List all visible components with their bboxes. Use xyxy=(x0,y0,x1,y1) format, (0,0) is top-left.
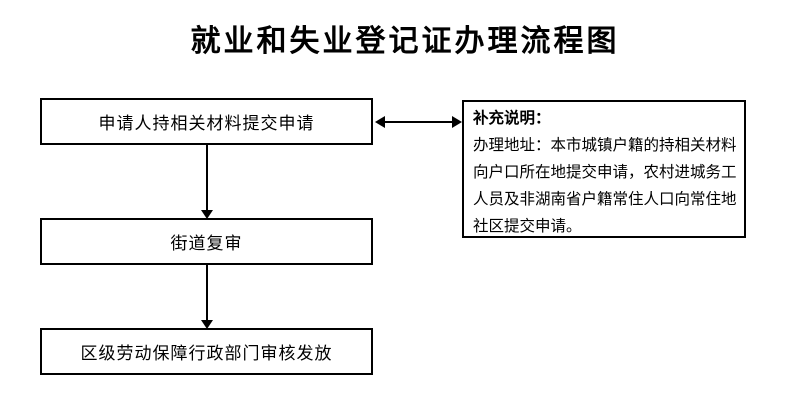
arrow-right-head-icon xyxy=(452,116,462,128)
note-line: 办理地址：本市城镇户籍的持相关材料 xyxy=(473,137,737,154)
page-title: 就业和失业登记证办理流程图 xyxy=(190,25,620,58)
down-arrow-icon xyxy=(201,265,213,329)
note-line: 社区提交申请。 xyxy=(473,218,582,235)
flow-step-label: 区级劳动保障行政部门审核发放 xyxy=(80,344,333,363)
double-arrow-icon xyxy=(375,115,462,129)
down-arrow-icon xyxy=(201,145,213,219)
arrow-shaft xyxy=(383,121,454,123)
note-heading: 补充说明： xyxy=(473,110,551,127)
note-line: 向户口所在地提交申请，农村进城务工 xyxy=(473,164,737,181)
supplementary-note-box: 补充说明： 办理地址：本市城镇户籍的持相关材料 向户口所在地提交申请，农村进城务… xyxy=(462,100,746,238)
flow-step-label: 街道复审 xyxy=(170,234,243,253)
flow-step-district-issuance: 区级劳动保障行政部门审核发放 xyxy=(40,328,373,375)
flow-step-street-review: 街道复审 xyxy=(40,218,373,265)
flow-step-label: 申请人持相关材料提交申请 xyxy=(98,114,315,133)
flow-step-submit-application: 申请人持相关材料提交申请 xyxy=(40,98,373,145)
arrow-left-head-icon xyxy=(375,116,385,128)
note-line: 人员及非湖南省户籍常住人口向常住地 xyxy=(473,191,737,208)
